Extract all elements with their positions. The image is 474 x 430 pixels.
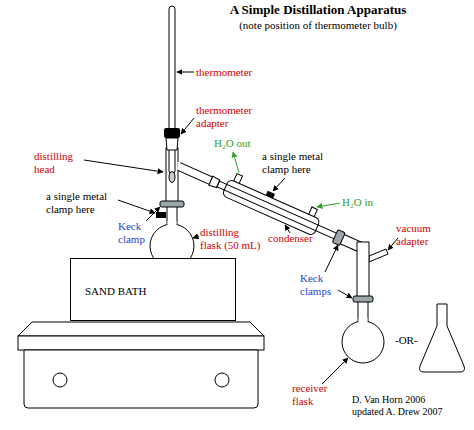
receiver-flask [342, 321, 384, 363]
part-name: receiver flask [292, 382, 338, 408]
part-name: vacuum adapter [396, 222, 444, 248]
leader-line [322, 358, 348, 384]
vacuum-nozzle [369, 249, 388, 262]
water-flow-arrow [233, 152, 239, 173]
leader-line [177, 72, 194, 73]
leader-line [285, 225, 290, 233]
subtitle-note: (note position of thermometer bulb) [170, 19, 466, 32]
metal-clamp [156, 212, 166, 218]
leader-line [193, 236, 199, 238]
neck-joint-patch [168, 221, 177, 227]
leader-line [325, 245, 338, 272]
leader-line [84, 160, 163, 172]
part-name: Keck clamps [300, 272, 340, 298]
receiver-neck-patch [359, 318, 368, 323]
part-name: condenser [268, 232, 328, 245]
metal-clamp [266, 191, 275, 199]
part-name: distilling head [34, 150, 84, 176]
water-flow-label: H₂O in [342, 196, 392, 209]
sand-bath-box: SAND BATH [70, 258, 236, 321]
part-name: thermometer adapter [196, 104, 258, 130]
thermometer-adapter-cap [164, 128, 180, 138]
hot-plate-knob [215, 373, 229, 387]
leader-line [273, 178, 285, 191]
hot-plate-top [18, 322, 264, 336]
flask-neck [167, 204, 177, 228]
keck-clamp [332, 230, 345, 246]
clamp-note: a single metal clamp here [46, 190, 118, 216]
part-name: distilling flask (50 mL) [200, 226, 262, 252]
vacuum-adapter [357, 242, 369, 298]
part-name: thermometer [196, 66, 266, 79]
erlenmeyer-flask [420, 304, 465, 372]
side-arm [176, 162, 212, 184]
water-flow-label: H₂O out [214, 137, 274, 150]
keck-clamp [160, 201, 184, 207]
leader-line [146, 207, 160, 221]
hot-plate-body [24, 350, 258, 408]
hot-plate-front [18, 336, 264, 350]
thermometer-adapter-glass [166, 138, 178, 150]
head-arm-patch [178, 162, 181, 170]
condenser-assembly [174, 150, 369, 256]
thermometer-bulb [169, 172, 175, 183]
alternative-note: -OR- [395, 334, 425, 347]
node-label: SAND BATH [85, 285, 235, 298]
receiver-neck [358, 300, 368, 322]
water-flow-arrow [317, 203, 340, 207]
credit-text: D. Van Horn 2006 [352, 393, 472, 406]
part-name: Keck clamp [118, 220, 154, 246]
leader-line [338, 290, 352, 298]
clamp-note: a single metal clamp here [262, 150, 334, 176]
sand-fill [69, 259, 237, 321]
keck-clamp [353, 296, 373, 302]
hot-plate-knob [53, 373, 67, 387]
leader-line [181, 118, 194, 134]
leader-line [118, 200, 155, 213]
credit-text: updated A. Drew 2007 [352, 405, 472, 418]
diagram-title: A Simple Distillation Apparatus [170, 3, 466, 16]
